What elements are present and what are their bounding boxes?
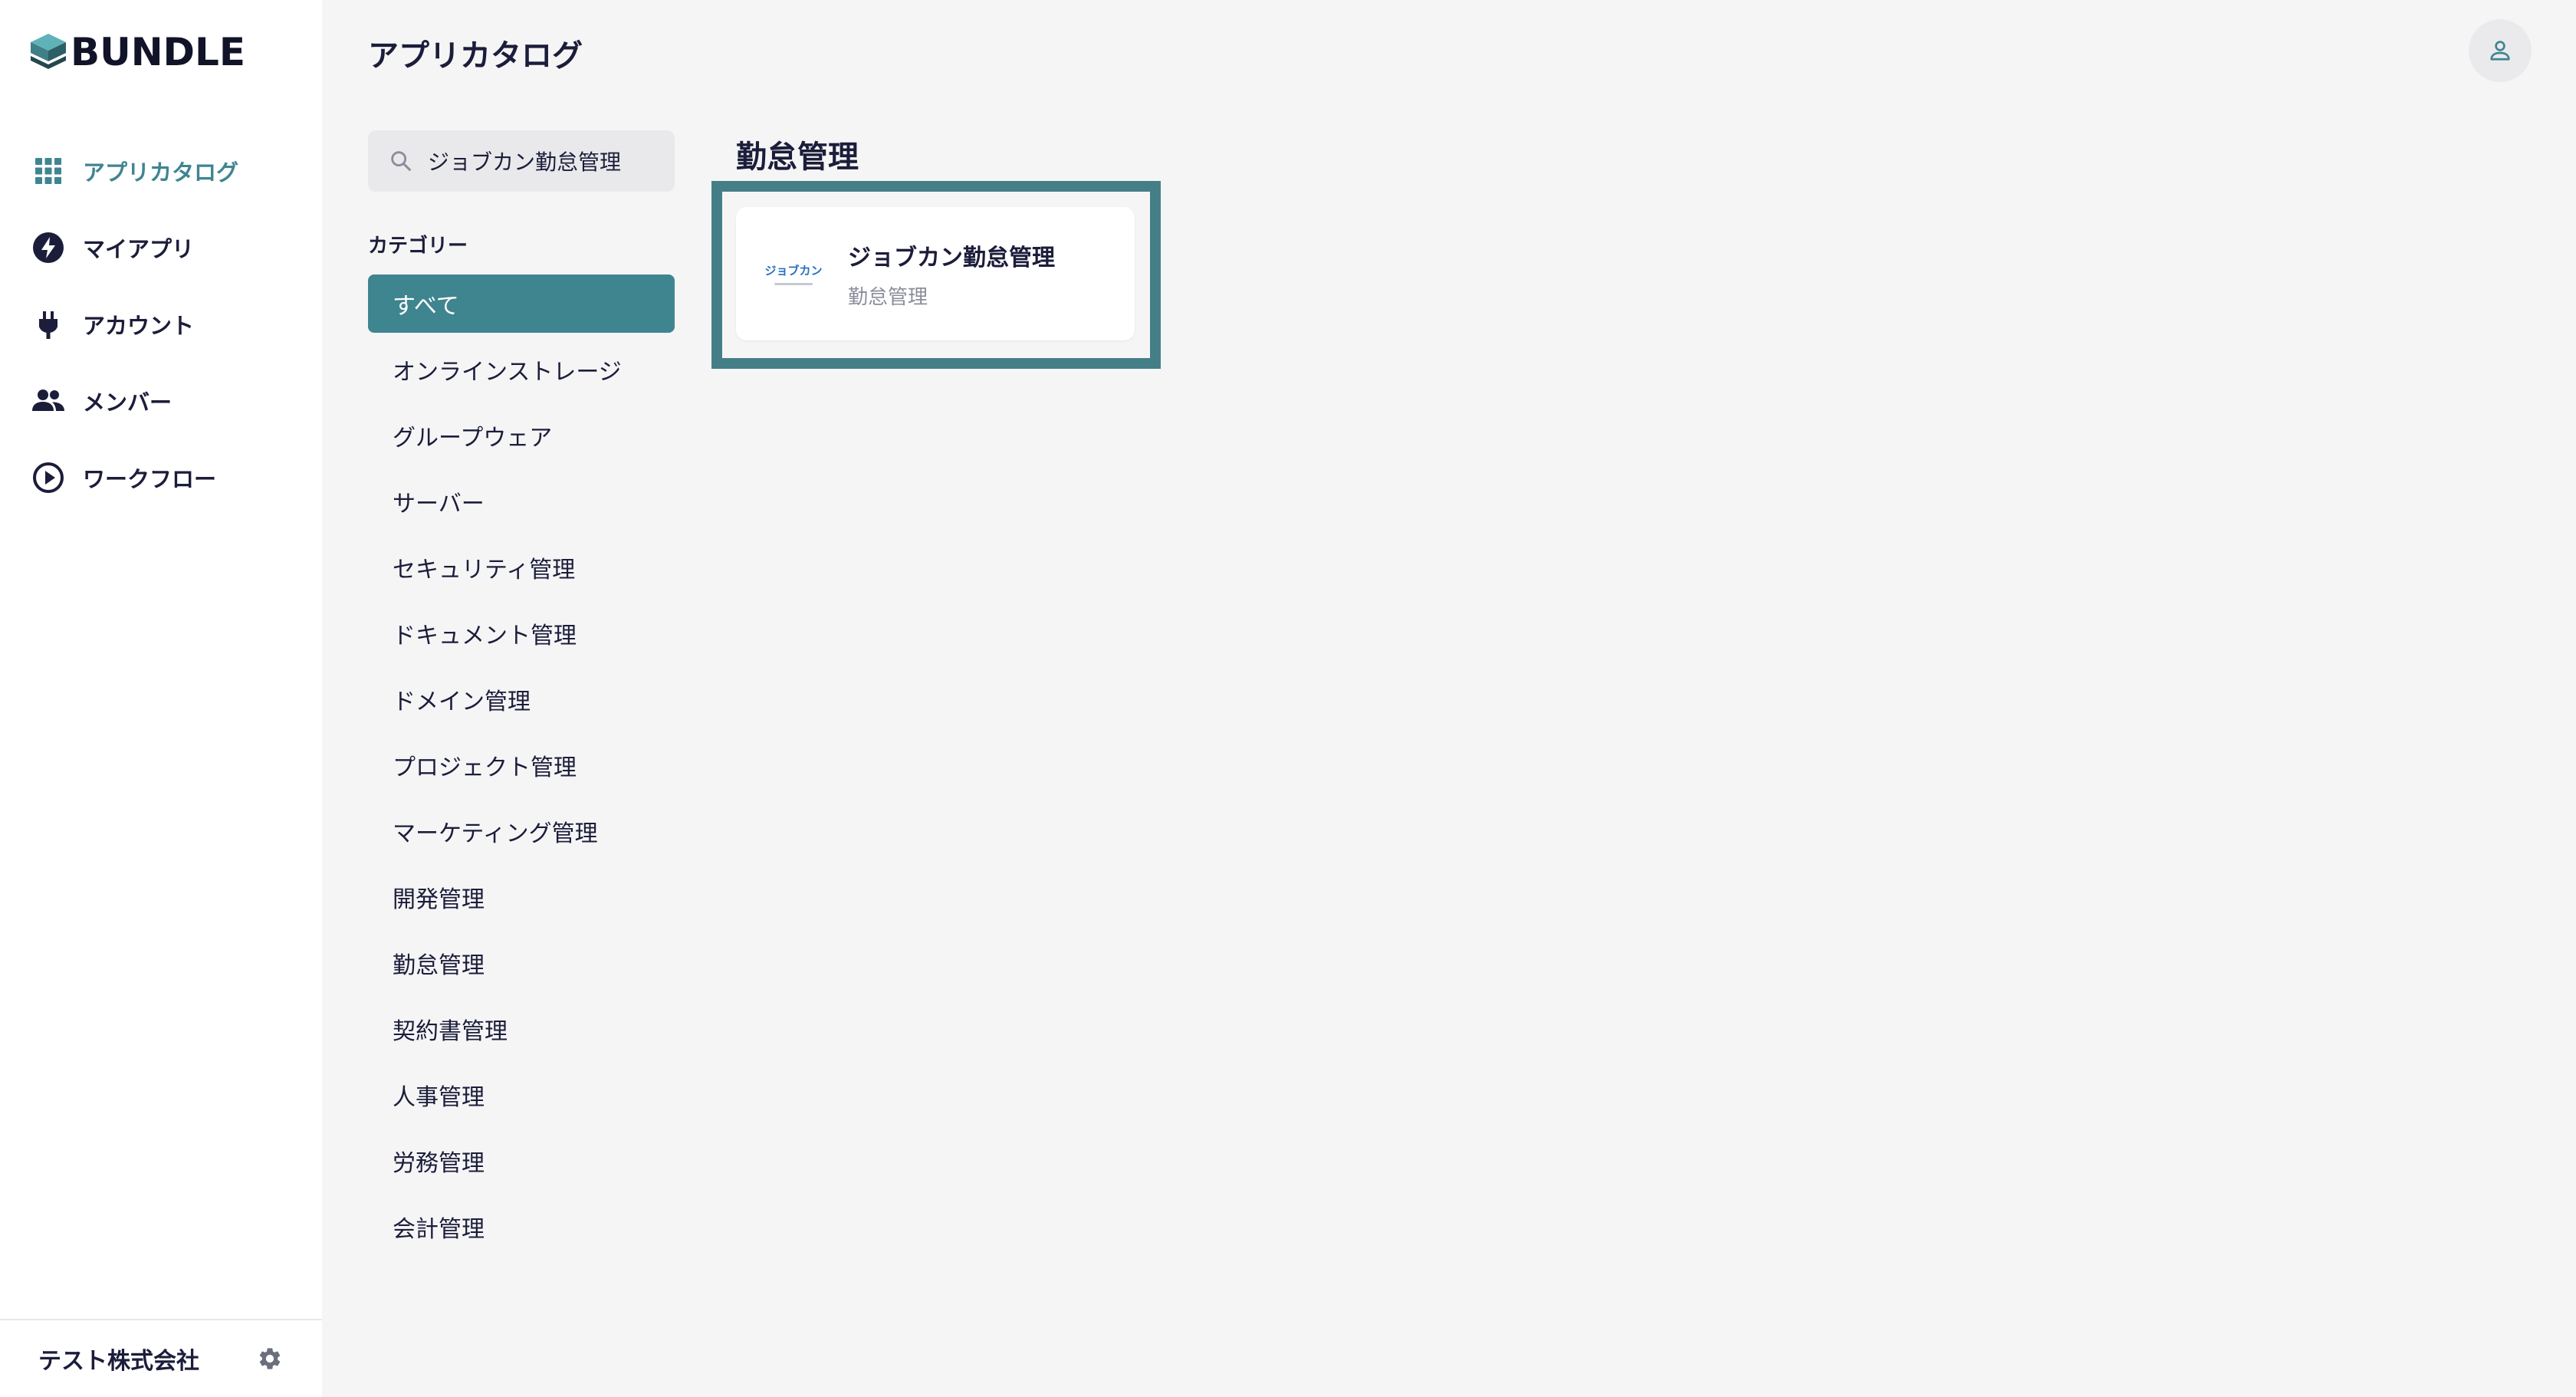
company-name: テスト株式会社 — [38, 1348, 199, 1375]
people-icon — [31, 383, 66, 419]
category-list: すべて オンラインストレージ グループウェア サーバー セキュリティ管理 ドキュ… — [368, 274, 675, 1264]
app-name: ジョブカン勤怠管理 — [848, 244, 1055, 271]
results-section-title: 勤怠管理 — [736, 140, 859, 175]
nav-label: アプリカタログ — [83, 159, 239, 186]
category-item[interactable]: マーケティング管理 — [393, 820, 598, 847]
sidebar-footer: テスト株式会社 — [0, 1319, 322, 1397]
user-menu-button[interactable] — [2469, 19, 2532, 82]
bundle-logo-icon — [31, 34, 66, 69]
app-logo-underline — [774, 283, 813, 285]
app-category: 勤怠管理 — [848, 285, 928, 309]
page-title: アプリカタログ — [368, 38, 583, 74]
search-icon — [391, 151, 411, 171]
nav-item-workflow[interactable]: ワークフロー — [0, 439, 322, 516]
category-item[interactable]: 会計管理 — [393, 1216, 485, 1243]
category-item[interactable]: 契約書管理 — [393, 1018, 508, 1045]
user-icon — [2490, 41, 2510, 61]
main-content: アプリカタログ カテゴリー すべて オンラインストレージ グループウェア サーバ… — [322, 0, 2576, 1397]
brand-logo[interactable]: BUNDLE — [29, 30, 246, 74]
category-item[interactable]: プロジェクト管理 — [393, 754, 577, 781]
app-card[interactable]: ジョブカン ジョブカン勤怠管理 勤怠管理 — [736, 207, 1135, 340]
brand-name: BUNDLE — [71, 30, 246, 74]
category-item[interactable]: サーバー — [393, 491, 485, 518]
sidebar: BUNDLE アプリカタログ — [0, 0, 322, 1397]
main-nav: アプリカタログ マイアプリ — [0, 133, 322, 516]
app-card-text: ジョブカン勤怠管理 勤怠管理 — [848, 238, 1055, 310]
search-input[interactable] — [428, 148, 673, 174]
settings-button[interactable] — [255, 1343, 285, 1374]
category-item[interactable]: 労務管理 — [393, 1150, 485, 1177]
category-item-all[interactable]: すべて — [368, 274, 675, 333]
nav-label: マイアプリ — [83, 236, 195, 262]
app-logo-text: ジョブカン — [764, 264, 823, 278]
category-item[interactable]: オンラインストレージ — [393, 359, 622, 386]
category-item[interactable]: グループウェア — [393, 425, 553, 452]
gear-icon — [259, 1348, 281, 1369]
category-item[interactable]: ドメイン管理 — [393, 689, 531, 715]
bolt-icon — [31, 230, 66, 265]
category-item[interactable]: ドキュメント管理 — [393, 623, 577, 649]
nav-item-accounts[interactable]: アカウント — [0, 286, 322, 363]
plug-icon — [31, 307, 66, 342]
category-item[interactable]: 人事管理 — [393, 1084, 485, 1111]
category-item[interactable]: セキュリティ管理 — [393, 557, 576, 583]
nav-label: アカウント — [83, 313, 195, 339]
nav-item-app-catalog[interactable]: アプリカタログ — [0, 133, 322, 209]
category-item[interactable]: 開発管理 — [393, 886, 485, 913]
nav-label: ワークフロー — [83, 466, 217, 492]
nav-item-my-apps[interactable]: マイアプリ — [0, 209, 322, 286]
app-logo: ジョブカン — [764, 251, 823, 297]
play-circle-icon — [31, 460, 66, 495]
category-item[interactable]: 勤怠管理 — [393, 952, 485, 979]
nav-item-members[interactable]: メンバー — [0, 363, 322, 439]
category-heading: カテゴリー — [368, 235, 468, 258]
search-box — [368, 130, 675, 192]
nav-label: メンバー — [83, 390, 172, 416]
grid-icon — [31, 153, 66, 189]
